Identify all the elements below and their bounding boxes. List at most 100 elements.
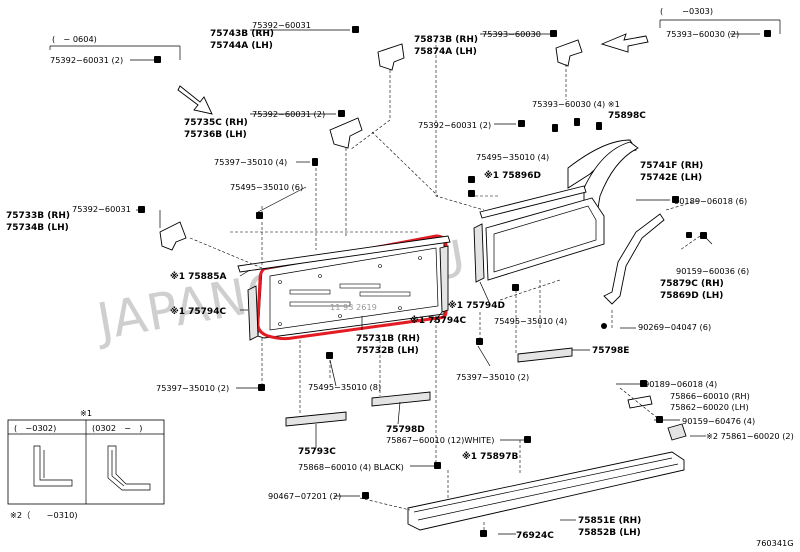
strip-75798E[interactable]: [517, 347, 573, 363]
clip-icon: [601, 323, 607, 329]
label-75866-60010: 75866−60010 (RH): [670, 391, 750, 401]
clip-icon: [574, 118, 580, 126]
label-75393-60030-2: 75393−60030 (2): [666, 29, 739, 39]
label-75798D: 75798D: [386, 425, 425, 435]
clip-icon: [154, 56, 161, 63]
label-75495-35010-4b: 75495−35010 (4): [494, 316, 567, 326]
label-76924C: 76924C: [516, 531, 554, 541]
profile-new-icon: [107, 445, 151, 491]
label-75733B: 75733B (RH): [6, 211, 70, 221]
clip-icon: [686, 232, 692, 238]
label-75734B: 75734B (LH): [6, 223, 69, 233]
detail-left-label: ( −0302): [14, 423, 56, 433]
label-75793C: 75793C: [298, 447, 336, 457]
label-75869D: 75869D (LH): [660, 291, 723, 301]
clip-icon: [362, 492, 369, 499]
leader-lines: [189, 40, 701, 534]
label-75495-35010-4a: 75495−35010 (4): [476, 152, 549, 162]
label-75861-60020: ※2 75861−60020 (2): [706, 431, 794, 441]
label-75736B: 75736B (LH): [184, 130, 247, 140]
clip-icon: [480, 530, 487, 537]
clip-icon: [550, 30, 557, 37]
detail-inset: ※1 ( −0302) (0302 − ): [7, 408, 165, 505]
wheel-trim-75879C[interactable]: [603, 213, 665, 305]
faint-stamp: 11 93 2619: [330, 302, 377, 312]
date-range-top-right: ( −0303): [660, 6, 713, 16]
label-75867-60010: 75867−60010 (12)WHITE): [386, 435, 494, 445]
end-cap-75794C-left[interactable]: [247, 285, 259, 341]
date-range-top-left: ( − 0604): [52, 34, 97, 44]
molding-75885A[interactable]: [237, 235, 451, 273]
clip-icon: [468, 176, 475, 183]
label-90189-06018-4: 90189−06018 (4): [644, 379, 717, 389]
label-75851E: 75851E (RH): [578, 516, 641, 526]
label-leaders: [130, 29, 760, 535]
detail-title: ※1: [80, 408, 92, 418]
label-75392-60031-2a: 75392−60031 (2): [50, 55, 123, 65]
label-75794C-a: ※1 75794C: [170, 306, 226, 317]
drawing-id: 760341G: [756, 538, 794, 548]
bracket-75873B[interactable]: [555, 39, 583, 67]
label-90189-06018-6: 90189−06018 (6): [674, 196, 747, 206]
door-panel-75896D[interactable]: [485, 197, 605, 281]
label-75874A: 75874A (LH): [414, 47, 477, 57]
label-75392-60031-2b: 75392−60031 (2): [252, 109, 325, 119]
label-75392-60031-b: 75392−60031: [72, 204, 131, 214]
label-75393-60030-4: 75393−60030 (4) ※1: [532, 99, 620, 109]
strip-75793C[interactable]: [285, 411, 347, 427]
highlight-outline: [256, 234, 448, 341]
label-75868-60010: 75868−60010 (4) BLACK): [298, 462, 404, 472]
label-75392-60031-a: 75392−60031: [252, 20, 311, 30]
label-75896D: ※1 75896D: [484, 170, 541, 181]
clip-icon: [656, 416, 663, 423]
label-75397-35010-2a: 75397−35010 (2): [456, 372, 529, 382]
label-90269-04047-6: 90269−04047 (6): [638, 322, 711, 332]
label-75495-35010-6: 75495−35010 (6): [230, 182, 303, 192]
profile-old-icon: [33, 445, 73, 487]
arrow-left-icon: [600, 33, 649, 53]
label-75392-60031-2c: 75392−60031 (2): [418, 120, 491, 130]
note-2-range: ※2（ −0310): [10, 510, 78, 520]
clip-icon: [258, 384, 265, 391]
label-75897B: ※1 75897B: [462, 451, 518, 462]
side-panel-75731B[interactable]: [257, 239, 445, 339]
label-75495-35010-8: 75495−35010 (8): [308, 382, 381, 392]
label-75735C: 75735C (RH): [184, 118, 248, 128]
fasteners: [138, 26, 771, 537]
date-bracket-top-left: ( − 0604): [49, 34, 181, 60]
clip-icon: [596, 122, 602, 130]
strip-75798D[interactable]: [371, 391, 431, 407]
label-75794D: ※1 75794D: [448, 300, 505, 311]
end-cap-75794D[interactable]: [473, 223, 485, 283]
end-cap-75794C-right[interactable]: [439, 245, 449, 313]
clip-icon: [640, 380, 647, 387]
molding-75896D-top[interactable]: [479, 185, 587, 219]
label-75798E: 75798E: [592, 346, 629, 356]
clip-icon: [512, 284, 519, 291]
bracket-75743B[interactable]: [377, 43, 405, 71]
clip-icon: [524, 436, 531, 443]
label-75852B: 75852B (LH): [578, 528, 641, 538]
clip-icon: [338, 110, 345, 117]
rocker-panel-75851E[interactable]: [407, 451, 685, 531]
label-75397-35010-2b: 75397−35010 (2): [156, 383, 229, 393]
bracket-75866[interactable]: [627, 395, 653, 409]
label-75743B: 75743B (RH): [210, 29, 274, 39]
clip-icon: [476, 338, 483, 345]
label-75873B: 75873B (RH): [414, 35, 478, 45]
label-75731B: 75731B (RH): [356, 334, 420, 344]
date-bracket-top-right: ( −0303): [659, 6, 781, 34]
label-75393-60030-a: 75393−60030: [482, 29, 541, 39]
clip-icon: [468, 190, 475, 197]
label-75741F: 75741F (RH): [640, 161, 703, 171]
clip-icon: [552, 124, 558, 132]
clip-icon: [764, 30, 771, 37]
bracket-75735C[interactable]: [329, 117, 363, 149]
label-90467-07201-2: 90467−07201 (2): [268, 491, 341, 501]
label-75742E: 75742E (LH): [640, 173, 702, 183]
bracket-75733B[interactable]: [159, 221, 187, 251]
end-piece-75861[interactable]: [667, 423, 687, 441]
fender-flare-75898C[interactable]: [583, 141, 639, 223]
label-75732B: 75732B (LH): [356, 346, 419, 356]
